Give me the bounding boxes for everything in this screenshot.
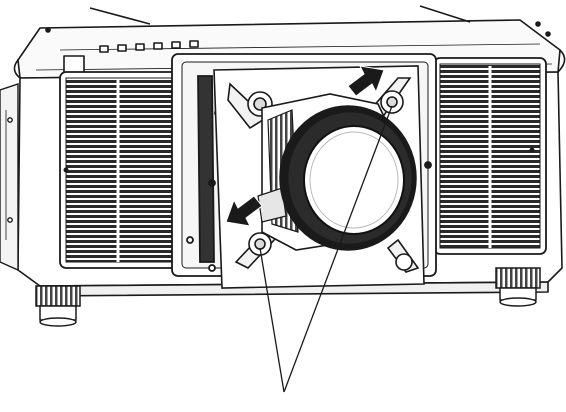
arrow-upper-right-icon xyxy=(347,65,385,97)
leader-line-left xyxy=(259,247,285,393)
leader-line-right xyxy=(283,105,393,393)
right-air-vent xyxy=(433,57,547,255)
callout-leader-lines xyxy=(259,105,393,393)
left-side-panel xyxy=(0,83,19,272)
left-foot xyxy=(35,285,81,327)
insertion-arrows xyxy=(225,65,385,227)
projection-lens xyxy=(257,93,417,251)
adjustable-feet xyxy=(35,267,541,327)
left-air-vent xyxy=(59,71,179,269)
right-foot xyxy=(495,267,541,307)
indicator-buttons xyxy=(99,40,199,53)
arrow-lower-left-icon xyxy=(225,195,263,227)
